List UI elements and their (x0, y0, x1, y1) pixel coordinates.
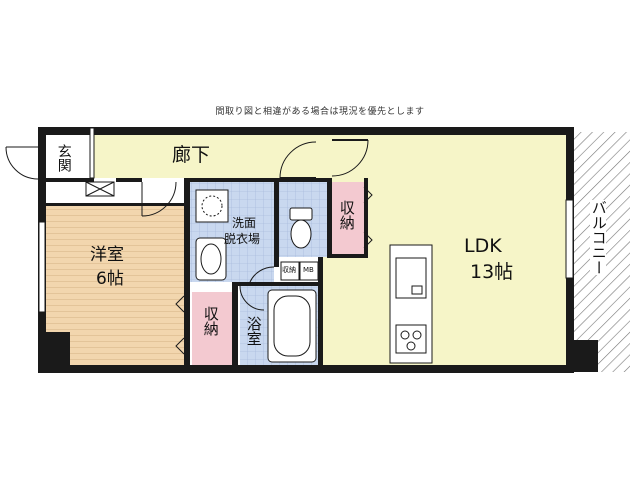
windows (38, 127, 574, 313)
ldk-name: LDK (464, 235, 502, 257)
washroom-label-1: 洗面 (232, 216, 257, 230)
balcony-label: バルコニー (589, 200, 608, 275)
entrance-label: 玄関 (55, 144, 72, 172)
kitchen-counter (389, 244, 433, 364)
doors (5, 139, 373, 355)
storage-label-lower: 収納 (201, 306, 220, 336)
utility-cabinets (280, 261, 319, 281)
bathroom-label: 浴室 (244, 316, 263, 346)
storage-label-upper: 収納 (337, 200, 356, 230)
toilet (289, 207, 313, 249)
hallway-floor (92, 135, 328, 178)
western-room-size: 6帖 (96, 269, 124, 289)
small-storage-label: 収納 (282, 266, 296, 274)
disclaimer-notice: 間取り図と相違がある場合は現況を優先とします (215, 107, 425, 117)
western-room-name: 洋室 (90, 245, 124, 265)
washroom-label-2: 脱衣場 (224, 232, 261, 246)
ldk-size: 13帖 (470, 261, 514, 283)
washroom-fixtures (195, 189, 229, 281)
meter-box-label: MB (303, 266, 314, 274)
storage-fill-upper (331, 182, 364, 257)
bathtub (267, 289, 317, 363)
hallway-label: 廊下 (172, 144, 211, 166)
storage-fill-lower (192, 292, 232, 365)
shoe-cabinet (85, 181, 115, 197)
